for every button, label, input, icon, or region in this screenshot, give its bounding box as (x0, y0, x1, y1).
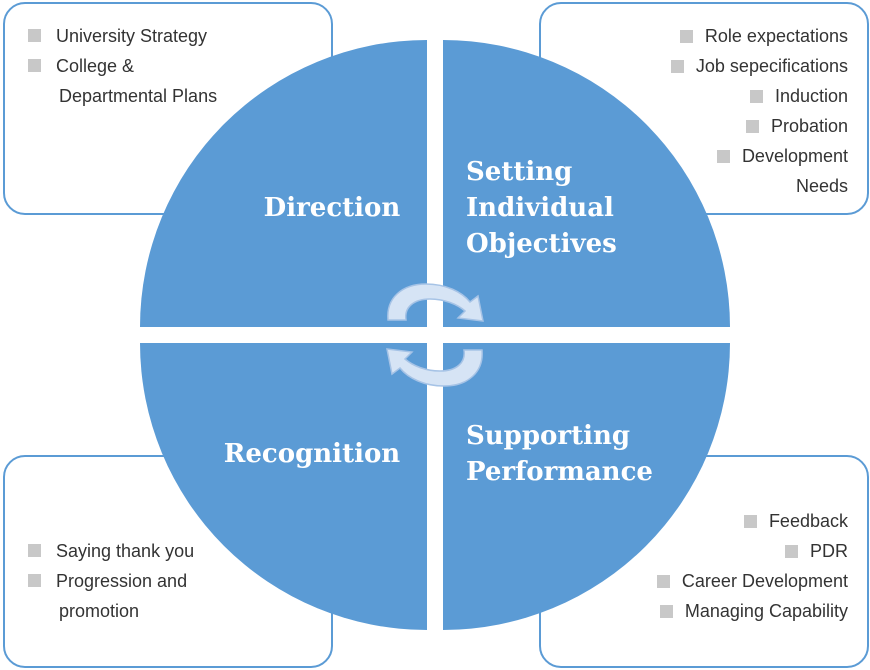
list-item-text: Departmental Plans (59, 86, 218, 106)
square-bullet-icon (745, 120, 759, 133)
list-item: Progression and promotion (28, 566, 194, 626)
list-item-text: Probation (770, 116, 848, 136)
list-item-text: Needs (795, 176, 848, 196)
list-item: Managing Capability (657, 596, 848, 626)
quadrant-direction (140, 40, 427, 327)
list-item-text: PDR (809, 541, 848, 561)
list-item-text: Saying thank you (56, 541, 195, 561)
label-supporting-performance: Supporting Performance (466, 421, 653, 487)
square-bullet-icon (28, 29, 41, 42)
square-bullet-icon (784, 545, 798, 558)
list-item: Career Development (656, 566, 848, 596)
square-bullet-icon (28, 544, 41, 557)
list-item-text: promotion (59, 601, 140, 621)
square-bullet-icon (716, 150, 730, 163)
list-item-text: Induction (774, 86, 848, 106)
square-bullet-icon (28, 574, 41, 587)
list-item: Saying thank you (28, 536, 194, 566)
square-bullet-icon (28, 59, 41, 72)
square-bullet-icon (656, 575, 670, 588)
list-item: Job sepecifications (670, 51, 848, 81)
list-item: Role expectations (671, 21, 848, 51)
list-item-text: Career Development (681, 571, 848, 591)
list-item-text: Job sepecifications (695, 56, 848, 76)
list-item: Probation (671, 111, 848, 141)
square-bullet-icon (670, 60, 684, 73)
list-item-text: Development (741, 146, 848, 166)
list-item-text: Role expectations (704, 26, 848, 46)
square-bullet-icon (659, 605, 673, 618)
list-item: University Strategy (28, 21, 217, 51)
square-bullet-icon (749, 90, 763, 103)
quadrant-recognition (140, 343, 427, 630)
square-bullet-icon (743, 515, 757, 528)
list-item: Feedback (657, 506, 848, 536)
list-item-text: University Strategy (56, 26, 208, 46)
list-item-text: Progression and (56, 571, 188, 591)
list-item: College & Departmental Plans (28, 51, 217, 111)
list-item: Induction (671, 81, 848, 111)
quadrant-supporting-performance (443, 343, 730, 630)
label-setting-individual-objectives: Setting Individual Objectives (466, 157, 623, 259)
list-item-text: Feedback (768, 511, 848, 531)
list-item-text: College & (56, 56, 135, 76)
label-direction: Direction (264, 193, 401, 223)
list-item-text: Managing Capability (684, 601, 848, 621)
square-bullet-icon (679, 30, 693, 43)
list-item: PDR (657, 536, 848, 566)
label-recognition: Recognition (224, 439, 401, 469)
cycle-arrows-icon (386, 283, 484, 387)
quadrant-setting-individual-objectives (443, 40, 730, 327)
